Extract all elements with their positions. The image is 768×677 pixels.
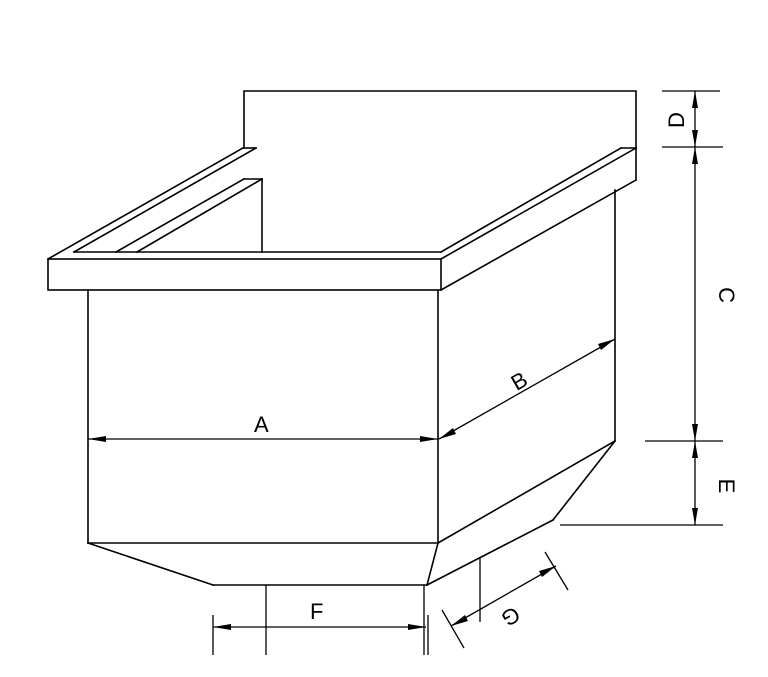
dimension-g: G — [441, 551, 569, 649]
dimension-label-a: A — [254, 412, 269, 437]
dimension-vertical: D C E — [560, 90, 739, 526]
left-rim — [46, 146, 264, 261]
dimension-label-e: E — [714, 479, 739, 494]
dimension-a: A — [88, 412, 438, 442]
hopper-bottom — [86, 439, 617, 587]
dimension-label-c: C — [714, 287, 739, 303]
dimension-label-f: F — [310, 599, 323, 624]
backsplash — [243, 90, 637, 149]
bowl-body — [87, 189, 617, 545]
front-rim — [47, 258, 442, 291]
dimension-label-g: G — [497, 601, 524, 631]
right-rim — [261, 146, 638, 292]
dimension-label-d: D — [664, 112, 689, 128]
dimension-label-b: B — [507, 367, 532, 396]
dimension-f: F — [212, 585, 429, 655]
dimension-b: B — [438, 338, 616, 440]
